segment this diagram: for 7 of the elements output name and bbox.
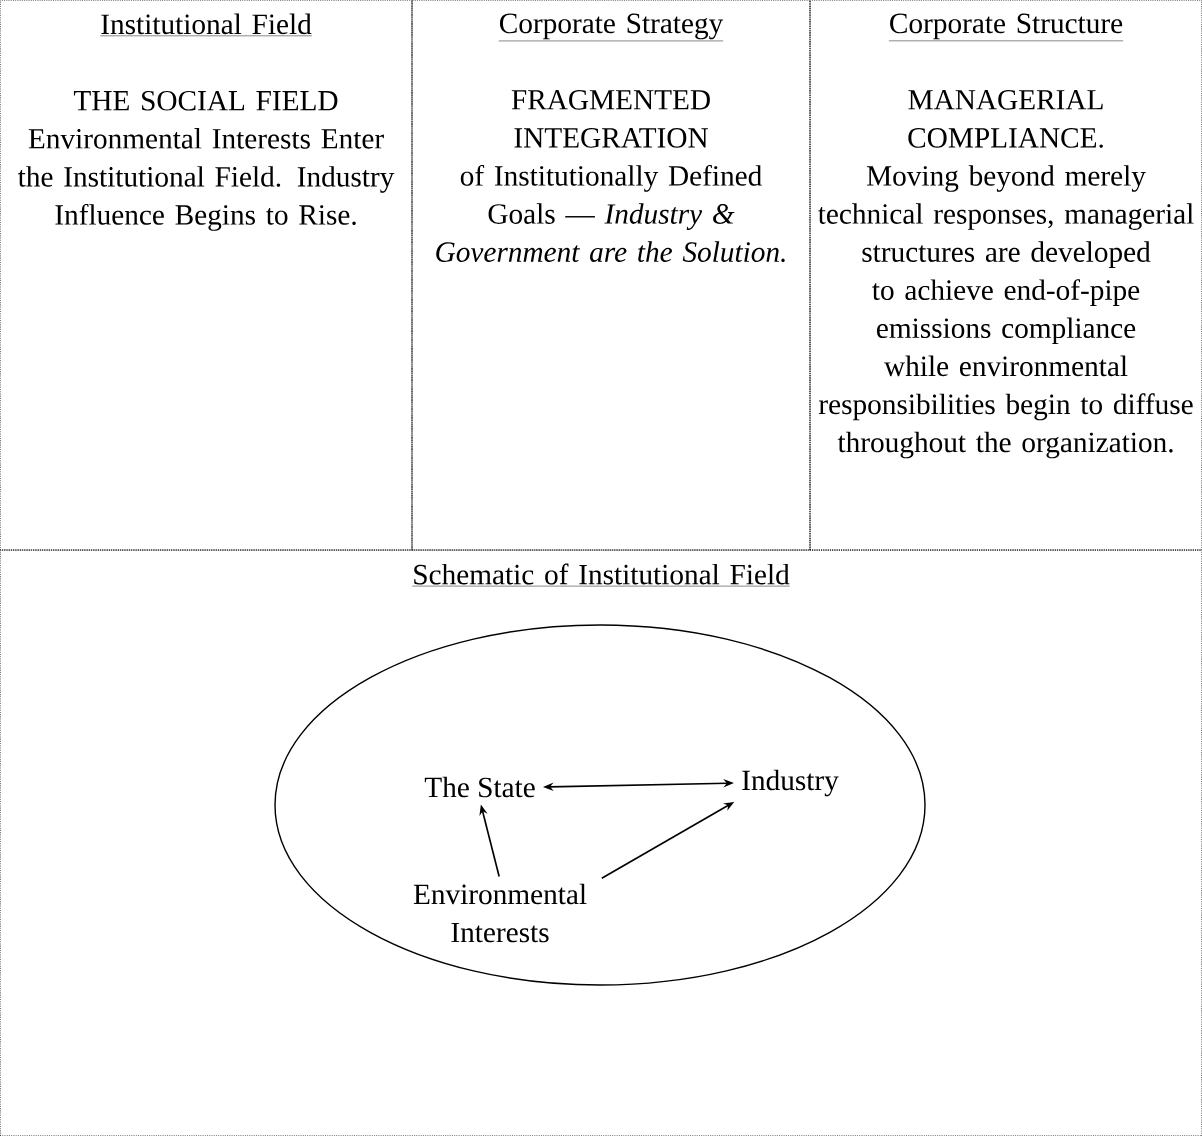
table-cell: Institutional Field THE SOCIAL FIELD Environmental Interests Enter the Institutional Field. Industry Influence Begins to Rise. <box>0 0 413 551</box>
node-label: Industry <box>742 769 839 797</box>
node-label: The State <box>424 776 535 798</box>
ellipse-outline <box>274 624 926 986</box>
node-label: Environmental Interests <box>413 883 587 943</box>
table-cell: Corporate Structure MANAGERIAL COMPLIANCE. Moving beyond merely technical responses, managerial structures are developed to achieve end-of-pipe emissions compliance while environmental responsibilities begin to diffuse throughout the organization. <box>809 0 1202 551</box>
table-cell: Corporate Strategy FRAGMENTED INTEGRATION of Institutionally Defined Goals — Industry & Government are the Solution. <box>411 0 811 551</box>
